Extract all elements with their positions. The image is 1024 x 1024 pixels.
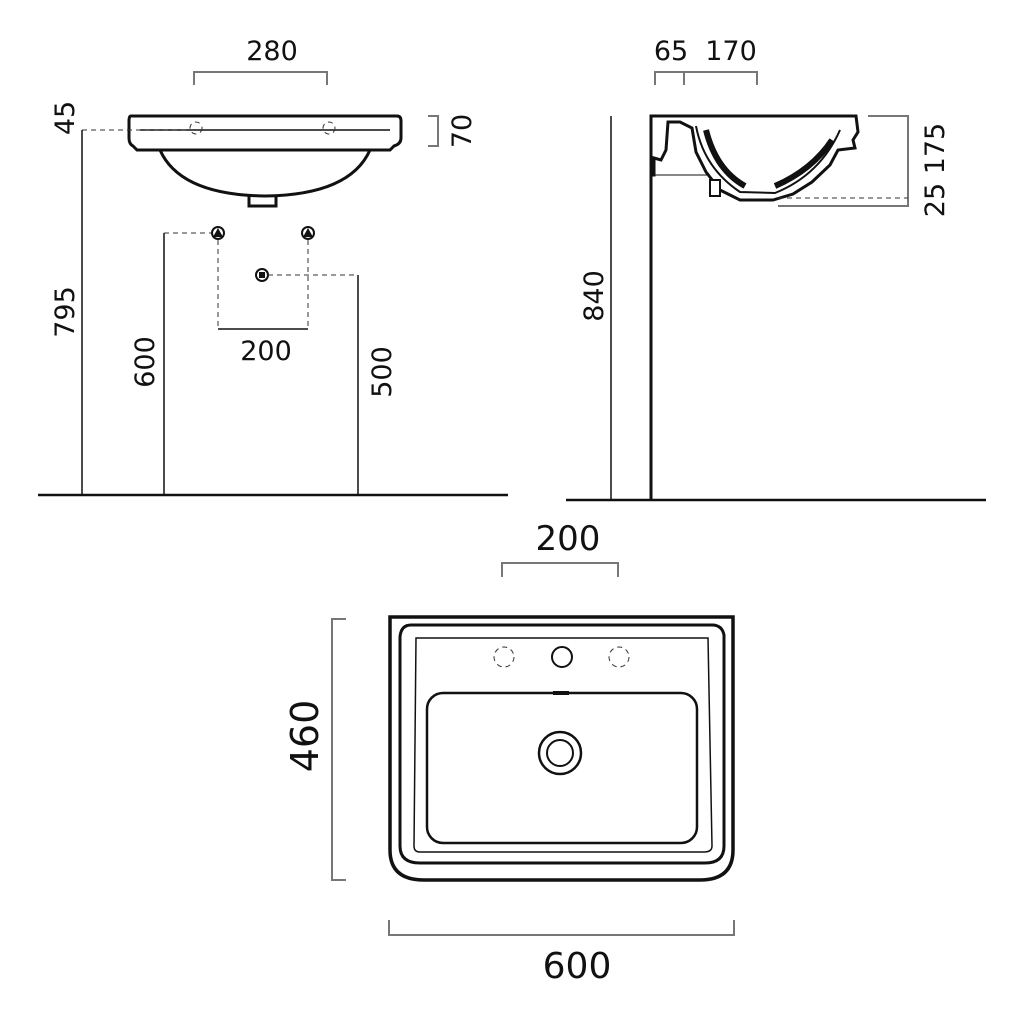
front-supply-right-marker — [303, 228, 313, 237]
front-tap-hole-right — [322, 121, 336, 135]
side-dim-top-line — [654, 71, 758, 85]
top-rim-outline — [398, 623, 726, 865]
top-bowl — [425, 691, 699, 845]
front-waste-connector-marker — [259, 272, 265, 278]
side-dim-840-label: 840 — [579, 270, 610, 322]
top-view: 200 460 600 — [283, 519, 735, 987]
side-bowl-wall-fill — [703, 129, 747, 189]
side-dim-170-label: 170 — [705, 36, 757, 67]
top-dim-200-label: 200 — [536, 519, 601, 559]
front-dim-70-line — [428, 115, 439, 147]
front-dim-200-label: 200 — [240, 336, 292, 367]
side-dim-25-175-label: 25 175 — [920, 123, 951, 217]
top-dim-600-line — [388, 920, 735, 936]
side-dim-right-line — [778, 115, 909, 207]
front-supply-left-marker — [213, 228, 223, 237]
top-overflow — [553, 691, 569, 695]
front-supply-left — [211, 226, 225, 240]
front-bowl-underside — [158, 149, 372, 198]
front-dim-280-line — [193, 71, 328, 85]
top-dim-460-label: 460 — [283, 700, 327, 773]
top-tap-hole-right — [608, 646, 630, 668]
front-view: 280 45 795 70 600 200 — [38, 36, 508, 497]
front-supply-right — [301, 226, 315, 240]
side-view: 840 65 170 25 175 — [566, 36, 986, 502]
front-dim-70-label: 70 — [447, 114, 478, 148]
front-waste-outlet — [247, 195, 278, 208]
top-dim-600-label: 600 — [543, 946, 612, 987]
top-rim-inner — [413, 637, 713, 853]
side-basin-section — [649, 114, 860, 202]
side-dim-65-label: 65 — [654, 36, 688, 67]
side-overflow-detail — [709, 179, 721, 197]
top-drain-inner — [546, 739, 574, 767]
front-dim-600-label: 600 — [130, 336, 161, 388]
front-dim-280-label: 280 — [246, 36, 298, 67]
front-dim-500-label: 500 — [367, 346, 398, 398]
front-basin-rim — [127, 114, 403, 152]
top-tap-hole-left — [493, 646, 515, 668]
top-dim-200-line — [501, 562, 619, 577]
front-tap-hole-left — [189, 121, 203, 135]
front-dim-45-label: 45 — [50, 101, 81, 135]
top-dim-460-line — [331, 618, 346, 881]
top-basin-outline — [388, 615, 735, 882]
top-drain-outer — [537, 730, 583, 776]
top-tap-hole-center — [551, 646, 573, 668]
side-bowl-inner — [695, 125, 841, 195]
front-dim-795-label: 795 — [50, 286, 81, 338]
side-bowl-wall-fill-right — [773, 138, 835, 189]
